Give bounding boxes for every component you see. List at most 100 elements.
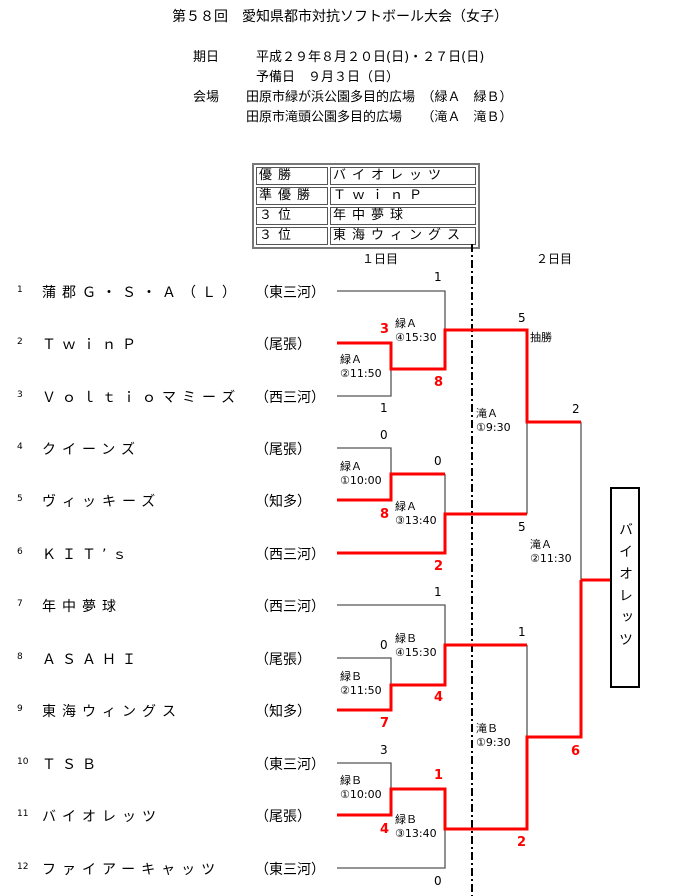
score: 3: [380, 743, 388, 757]
time: ①9:30: [476, 421, 511, 434]
time: ④15:30: [395, 331, 437, 344]
team: バイオレッツ: [333, 168, 448, 183]
rank: 準優勝: [259, 188, 317, 203]
team-region: （尾張）: [255, 337, 311, 353]
score: 1: [380, 401, 388, 415]
result-row: ３位 年中夢球: [256, 207, 476, 225]
score: 5: [518, 311, 526, 325]
score: 2: [572, 402, 580, 416]
team-seed: 9: [17, 704, 23, 714]
page-title: 第５８回 愛知県都市対抗ソフトボール大会（女子）: [172, 9, 508, 25]
team-name: ＴｗｉｎＰ: [42, 337, 142, 353]
court: 滝Ａ: [476, 407, 498, 420]
time: ①10:00: [340, 474, 382, 487]
reserve-date: 予備日 ９月３日（日）: [256, 70, 400, 85]
time: ②11:50: [340, 367, 382, 380]
result-row: ３位東海ウィングス: [256, 227, 476, 245]
time: ①10:00: [340, 788, 382, 801]
winning-score: 8: [434, 375, 444, 390]
court: 緑Ａ: [395, 317, 417, 330]
team-name: ＡＳＡＨＩ: [42, 652, 142, 668]
rank: ３位: [259, 228, 298, 243]
time: ①9:30: [476, 736, 511, 749]
score: 0: [380, 638, 388, 652]
result-row: 優勝 バイオレッツ: [256, 167, 476, 185]
team-region: （東三河）: [255, 285, 325, 301]
score: 5: [518, 520, 526, 534]
venue-2: 田原市滝頭公園多目的広場 （滝Ａ 滝Ｂ）: [246, 110, 513, 125]
time: ②11:30: [530, 552, 572, 565]
team-name: 蒲郡Ｇ・Ｓ・Ａ（Ｌ）: [42, 285, 242, 301]
venue-1: 田原市緑が浜公園多目的広場 （緑Ａ 緑Ｂ）: [246, 90, 513, 105]
loser-lines: [337, 290, 582, 869]
winning-score: 2: [434, 559, 444, 574]
time: ③13:40: [395, 827, 437, 840]
winning-score: 7: [380, 716, 390, 731]
team-region: （知多）: [255, 704, 311, 720]
winning-score: 1: [434, 768, 444, 783]
rank: ３位: [259, 208, 298, 223]
court: 緑Ｂ: [340, 774, 362, 787]
date-label: 期日: [193, 50, 220, 65]
team-name: ヴィッキーズ: [42, 494, 162, 510]
team-seed: 12: [17, 862, 29, 872]
team-region: （西三河）: [255, 390, 325, 406]
team-region: （尾張）: [255, 442, 311, 458]
team-name: バイオレッツ: [42, 809, 162, 825]
team-name: 東海ウィングス: [42, 704, 182, 720]
team-seed: 10: [17, 757, 29, 767]
court: 緑Ａ: [395, 500, 417, 513]
court: 緑Ａ: [340, 460, 362, 473]
team-region: （東三河）: [255, 862, 325, 878]
result-row: 準優勝 ＴｗｉｎＰ: [256, 187, 476, 205]
court: 緑Ａ: [340, 353, 362, 366]
team-seed: 2: [17, 337, 23, 347]
team-seed: 8: [17, 652, 23, 662]
venue-label: 会場: [193, 90, 220, 105]
score: 1: [434, 585, 442, 599]
team-name: 年中夢球: [42, 599, 122, 615]
score: 0: [380, 428, 388, 442]
winning-score: 2: [517, 835, 527, 850]
team-region: （東三河）: [255, 757, 325, 773]
winning-score: 3: [380, 322, 390, 337]
team-seed: 7: [17, 599, 23, 609]
team-name: Ｖｏｌｔｉｏマミーズ: [42, 390, 242, 406]
court: 滝Ｂ: [476, 722, 498, 735]
team-name: クイーンズ: [42, 442, 142, 458]
rank: 優勝: [259, 168, 298, 183]
winner-lines: [337, 328, 610, 831]
team: ＴｗｉｎＰ: [333, 188, 429, 203]
score: 0: [434, 874, 442, 888]
score: 1: [518, 625, 526, 639]
results-table: 優勝 バイオレッツ 準優勝 ＴｗｉｎＰ ３位 年中夢球 ３位東海ウィングス: [252, 163, 480, 249]
team-name: ＫＩＴ’ｓ: [42, 547, 133, 563]
day2-label: ２日目: [536, 252, 573, 266]
lottery-note: 抽勝: [530, 331, 552, 344]
champion-box: バイオレッツ: [610, 487, 640, 688]
team-region: （西三河）: [255, 547, 325, 563]
team: 年中夢球: [333, 208, 410, 223]
team-region: （尾張）: [255, 652, 311, 668]
winning-score: 8: [380, 507, 390, 522]
court: 緑Ｂ: [395, 632, 417, 645]
team-region: （知多）: [255, 494, 311, 510]
team-region: （尾張）: [255, 809, 311, 825]
winning-score: 6: [571, 744, 581, 759]
team-name: ＴＳＢ: [42, 757, 102, 773]
team-name: ファイアーキャッツ: [42, 862, 222, 878]
date-value: 平成２９年８月２０日(日)・２７日(日): [256, 50, 485, 65]
